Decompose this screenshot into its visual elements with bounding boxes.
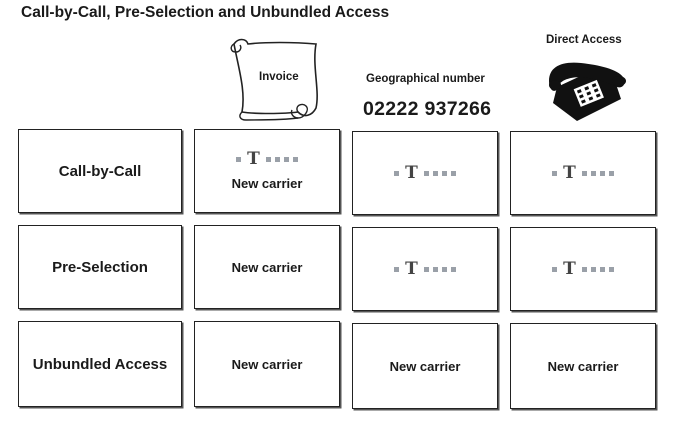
row-label: Call-by-Call <box>58 162 142 180</box>
row-label-cell: Pre-Selection <box>18 225 182 309</box>
new-carrier-label: New carrier <box>231 356 303 372</box>
matrix-cell: T <box>352 227 498 311</box>
row-label-cell: Unbundled Access <box>18 321 182 407</box>
new-carrier-label: New carrier <box>231 176 303 191</box>
matrix-cell: T New carrier <box>194 129 340 213</box>
carrier-t-marker: T <box>552 260 614 278</box>
carrier-t-marker: T <box>394 164 456 182</box>
matrix-cell: New carrier <box>352 323 498 409</box>
matrix-cell: T <box>352 131 498 215</box>
carrier-t-marker: T <box>394 260 456 278</box>
row-label: Unbundled Access <box>32 355 168 373</box>
geographical-number-label: Geographical number <box>366 73 485 85</box>
row-label-cell: Call-by-Call <box>18 129 182 213</box>
matrix-cell: New carrier <box>194 321 340 407</box>
diagram-title: Call-by-Call, Pre-Selection and Unbundle… <box>21 4 390 21</box>
matrix-cell: New carrier <box>510 323 656 409</box>
new-carrier-label: New carrier <box>389 358 461 374</box>
scroll-icon <box>224 36 330 127</box>
invoice-label: Invoice <box>259 71 299 83</box>
geographical-number: 02222 937266 <box>363 98 492 120</box>
carrier-t-marker: T <box>236 151 298 168</box>
telephone-icon <box>547 59 629 134</box>
new-carrier-label: New carrier <box>231 259 303 275</box>
matrix-cell: T <box>510 131 656 215</box>
carrier-t-marker: T <box>552 164 614 182</box>
new-carrier-label: New carrier <box>547 358 619 374</box>
row-label: Pre-Selection <box>52 258 148 276</box>
matrix-cell: New carrier <box>194 225 340 309</box>
direct-access-label: Direct Access <box>546 34 622 46</box>
matrix-cell: T <box>510 227 656 311</box>
